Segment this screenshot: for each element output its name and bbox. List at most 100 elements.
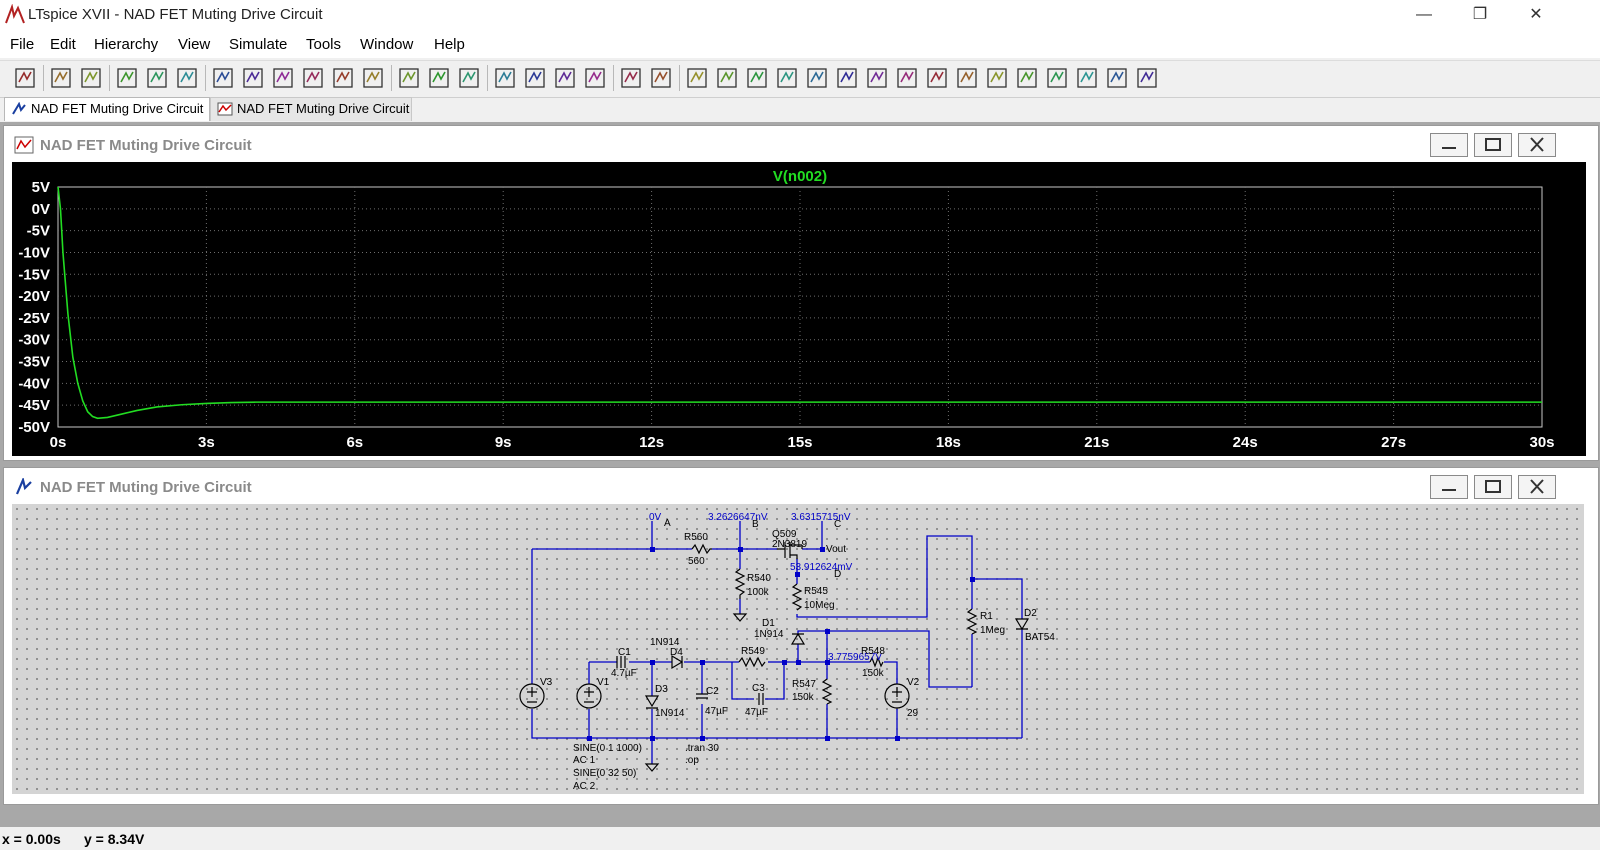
- tile-horizontal-icon-button[interactable]: [396, 64, 422, 92]
- inductor-icon: [837, 68, 857, 88]
- net-d: D: [834, 569, 841, 580]
- menu-tools[interactable]: Tools: [306, 36, 342, 53]
- circuit-diagram[interactable]: 0V A 3.2626647nV B 3.6315715nV C Q509 2N…: [12, 504, 1584, 794]
- control-panel-icon-button[interactable]: [114, 64, 140, 92]
- autorange-icon-button[interactable]: [330, 64, 356, 92]
- maximize-icon: [1485, 138, 1501, 151]
- schematic-canvas[interactable]: 0V A 3.2626647nV B 3.6315715nV C Q509 2N…: [12, 504, 1584, 794]
- plot-title: V(n002): [773, 168, 827, 185]
- text-icon-button[interactable]: [1104, 64, 1130, 92]
- move-trace-icon-button[interactable]: [360, 64, 386, 92]
- label-d1: D1: [762, 618, 775, 629]
- close-button[interactable]: ✕: [1529, 6, 1543, 23]
- schematic-window-titlebar: NAD FET Muting Drive Circuit: [4, 468, 1598, 504]
- paste-icon-button[interactable]: [552, 64, 578, 92]
- menu-simulate[interactable]: Simulate: [229, 36, 288, 53]
- run-icon-button[interactable]: [12, 64, 38, 92]
- schematic-minimize-button[interactable]: [1430, 475, 1468, 499]
- find-icon: [585, 68, 605, 88]
- ground-icon-button[interactable]: [714, 64, 740, 92]
- x-tick-label: 9s: [495, 434, 512, 451]
- d3-symbol: [644, 695, 660, 709]
- drag-icon-button[interactable]: [954, 64, 980, 92]
- zoom-rect-icon-button[interactable]: [240, 64, 266, 92]
- toolbar-separator: [487, 65, 488, 91]
- zoom-in-icon-button[interactable]: [210, 64, 236, 92]
- menu-hierarchy[interactable]: Hierarchy: [94, 36, 159, 53]
- plot-maximize-button[interactable]: [1474, 133, 1512, 157]
- find-icon-button[interactable]: [582, 64, 608, 92]
- zoom-cancel-icon-button[interactable]: [300, 64, 326, 92]
- diode-icon-button[interactable]: [864, 64, 890, 92]
- plot-minimize-button[interactable]: [1430, 133, 1468, 157]
- component-icon: [897, 68, 917, 88]
- menu-edit[interactable]: Edit: [50, 36, 76, 53]
- label-net-icon-button[interactable]: [744, 64, 770, 92]
- tile-vertical-icon-button[interactable]: [456, 64, 482, 92]
- d4-symbol: [671, 654, 684, 670]
- close-icon: [1530, 479, 1544, 494]
- tab-waveform[interactable]: NAD FET Muting Drive Circuit: [210, 97, 412, 121]
- cascade-icon-button[interactable]: [426, 64, 452, 92]
- r549-symbol: [738, 656, 766, 668]
- tab-schematic[interactable]: NAD FET Muting Drive Circuit: [4, 97, 210, 121]
- schematic-close-button[interactable]: [1518, 475, 1556, 499]
- run-simulation-icon-button[interactable]: [144, 64, 170, 92]
- print-icon-button[interactable]: [618, 64, 644, 92]
- print-icon: [621, 68, 641, 88]
- zoom-out-icon-button[interactable]: [270, 64, 296, 92]
- schematic-maximize-button[interactable]: [1474, 475, 1512, 499]
- label-2n3819: 2N3819: [772, 539, 807, 550]
- label-r547-value: 150k: [792, 692, 815, 703]
- label-d2: D2: [1024, 608, 1037, 619]
- diode-icon: [867, 68, 887, 88]
- label-r548-value: 150k: [862, 668, 885, 679]
- menu-file[interactable]: File: [10, 36, 35, 53]
- undo-icon-button[interactable]: [984, 64, 1010, 92]
- move-trace-icon: [363, 68, 383, 88]
- copy-icon-button[interactable]: [522, 64, 548, 92]
- rotate-icon: [1047, 68, 1067, 88]
- minimize-button[interactable]: —: [1416, 6, 1432, 23]
- close-icon: [1530, 137, 1544, 152]
- restore-button[interactable]: ❐: [1472, 6, 1488, 23]
- r547-symbol: [821, 678, 833, 705]
- maximize-icon: [1485, 480, 1501, 493]
- run-icon: [15, 68, 35, 88]
- save-icon-button[interactable]: [78, 64, 104, 92]
- zoom-in-icon: [213, 68, 233, 88]
- plot-close-button[interactable]: [1518, 133, 1556, 157]
- redo-icon-button[interactable]: [1014, 64, 1040, 92]
- spice-directive-icon-button[interactable]: [1134, 64, 1160, 92]
- label-c3: C3: [752, 683, 765, 694]
- label-r1: R1: [980, 611, 993, 622]
- open-icon-button[interactable]: [48, 64, 74, 92]
- rotate-icon-button[interactable]: [1044, 64, 1070, 92]
- component-icon-button[interactable]: [894, 64, 920, 92]
- schematic-icon: [12, 101, 26, 115]
- d1-symbol: [790, 632, 806, 645]
- print-setup-icon-button[interactable]: [648, 64, 674, 92]
- label-r560: R560: [684, 532, 708, 543]
- tab-schematic-label: NAD FET Muting Drive Circuit: [31, 101, 204, 116]
- draw-wire-icon-button[interactable]: [684, 64, 710, 92]
- draw-wire-icon: [687, 68, 707, 88]
- inductor-icon-button[interactable]: [834, 64, 860, 92]
- menu-window[interactable]: Window: [360, 36, 414, 53]
- x-tick-label: 27s: [1381, 434, 1406, 451]
- c3-symbol: [758, 693, 764, 705]
- capacitor-icon-button[interactable]: [804, 64, 830, 92]
- menu-help[interactable]: Help: [434, 36, 465, 53]
- series-line: [57, 186, 1542, 420]
- v1-symbol: [576, 683, 602, 709]
- resistor-icon-button[interactable]: [774, 64, 800, 92]
- label-net-icon: [747, 68, 767, 88]
- menu-view[interactable]: View: [178, 36, 211, 53]
- pan-icon-button[interactable]: [174, 64, 200, 92]
- label-r1-value: 1Meg: [980, 625, 1005, 636]
- mirror-icon-button[interactable]: [1074, 64, 1100, 92]
- cut-icon-button[interactable]: [492, 64, 518, 92]
- move-icon-button[interactable]: [924, 64, 950, 92]
